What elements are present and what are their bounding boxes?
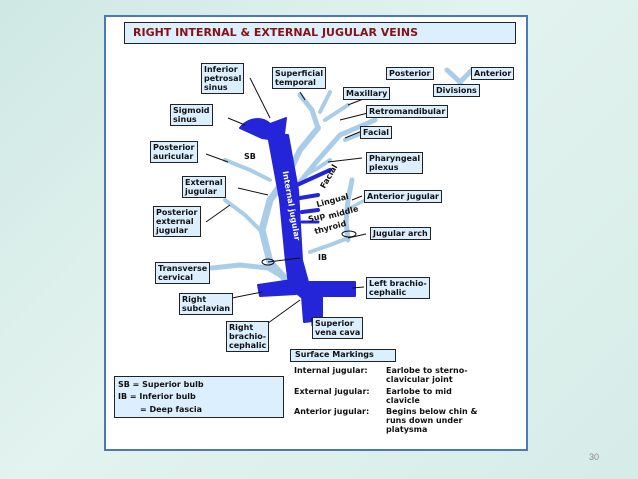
diagram-title: RIGHT INTERNAL & EXTERNAL JUGULAR VEINS [124,22,516,44]
surface-anterior-text: Begins below chin & runs down under plat… [386,407,478,434]
label-transverse-cervical: Transverse cervical [155,262,211,284]
maxillary-vein [323,103,350,122]
fascia-marker-anterior [341,230,357,238]
deep-veins [239,117,356,323]
surface-anterior-label: Anterior jugular: [294,407,370,416]
surface-external-text: Earlobe to mid clavicle [386,387,452,405]
legend-sb: SB = Superior bulb [118,380,204,389]
facial-deep-vein [295,168,332,187]
divisions-posterior [444,67,463,85]
jugular-arch-vein [308,236,350,254]
surface-internal-label: Internal jugular: [294,366,368,375]
surface-external-label: External jugular: [294,387,370,396]
posterior-auricular-vein [223,158,272,182]
label-posterior: Posterior [386,67,434,80]
label-anterior: Anterior [471,67,515,80]
label-sigmoid-sinus: Sigmoid sinus [170,104,213,126]
surface-markings-heading: Surface Markings [290,349,396,362]
divisions-anterior [457,67,475,85]
anterior-jugular-branch [348,198,367,210]
label-posterior-external-jugular: Posterior external jugular [153,206,201,237]
label-right-subclavian: Right subclavian [179,293,234,315]
surface-internal-text: Earlobe to sterno- clavicular joint [386,366,468,384]
superficial-veins [209,67,475,286]
label-divisions: Divisions [433,84,480,97]
label-superior-vena-cava: Superior vena cava [312,317,364,339]
superior-thyroid-vein [300,208,320,214]
legend-ib: IB = Inferior bulb [118,392,196,401]
label-pharyngeal-plexus: Pharyngeal plexus [366,152,424,174]
superficial-temporal-vein [297,92,321,131]
label-right-brachiocephalic: Right brachio- cephalic [226,321,270,352]
label-maxillary: Maxillary [343,87,391,100]
label-ib: IB [318,253,328,262]
label-superficial-temporal: Superficial temporal [272,67,327,89]
pharyngeal-plexus [303,158,332,177]
label-external-jugular: External jugular [182,176,226,198]
posterior-external-jugular-vein [223,198,264,234]
fascia-marker-transverse [261,258,275,266]
label-left-brachiocephalic: Left brachio- cephalic [366,277,430,299]
label-facial: Facial [360,126,393,139]
transverse-cervical-vein [209,262,291,283]
legend-box [114,376,284,418]
leader-lines [205,77,377,327]
left-brachiocephalic-vein [309,281,356,297]
label-anterior-jugular: Anterior jugular [364,190,442,203]
label-sb: SB [244,152,256,161]
label-inferior-petrosal-sinus: Inferior petrosal sinus [201,63,245,94]
superficial-temporal-branch [318,90,332,114]
page-number: 30 [589,452,600,462]
legend-deep-fascia: = Deep fascia [140,405,203,414]
lingual-vein [298,193,320,200]
label-retromandibular: Retromandibular [366,105,449,118]
label-posterior-auricular: Posterior auricular [150,141,198,163]
label-jugular-arch: Jugular arch [370,227,431,240]
